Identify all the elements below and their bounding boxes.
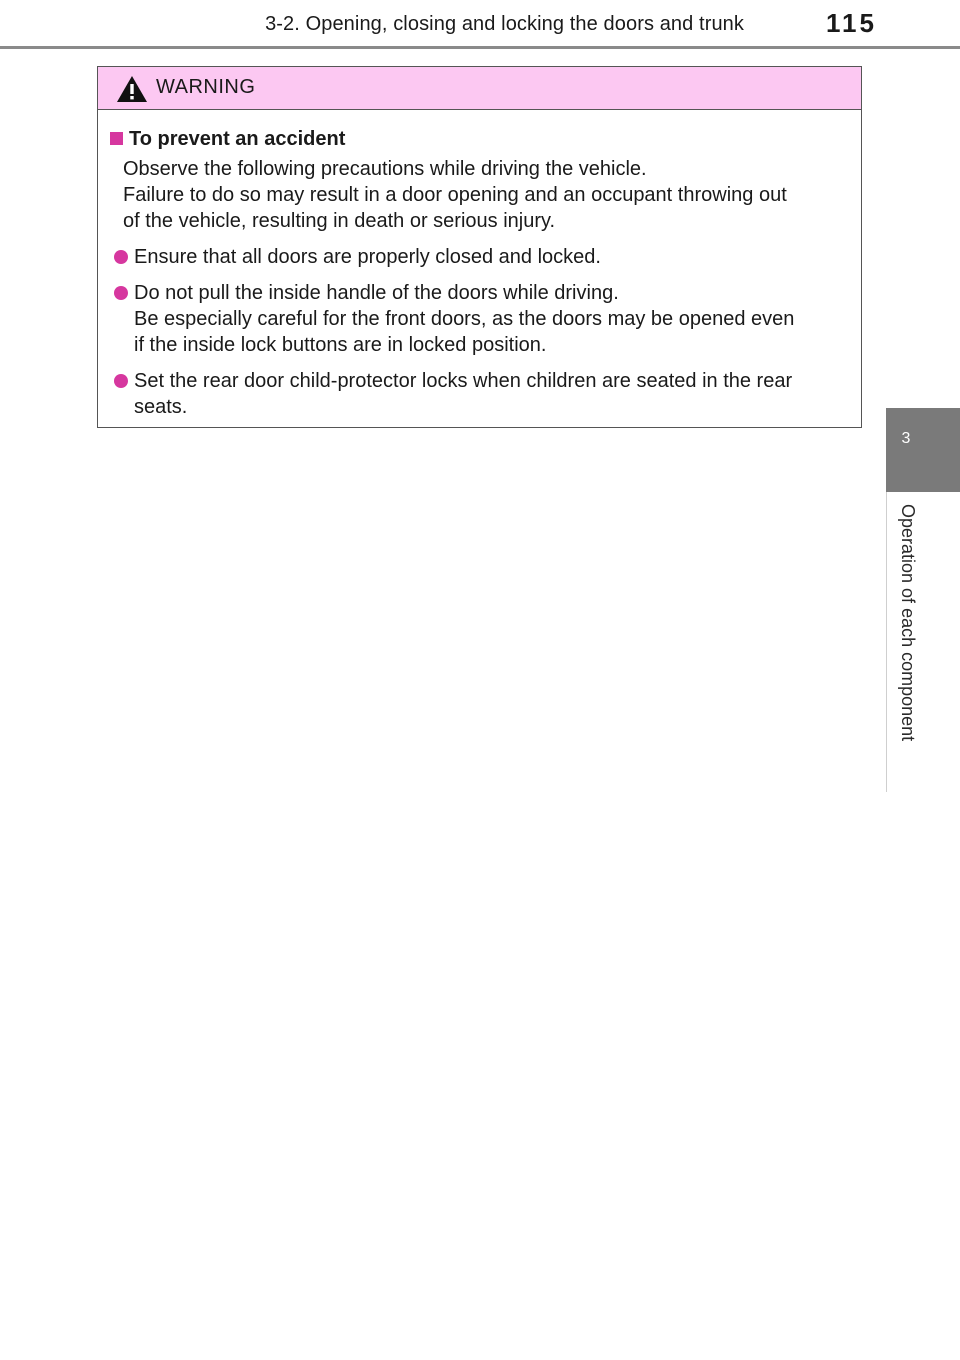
list-item-line: Ensure that all doors are properly close…	[134, 246, 601, 268]
warning-title: WARNING	[156, 76, 256, 98]
intro-line: Failure to do so may result in a door op…	[123, 184, 787, 206]
chapter-tab: 3	[886, 408, 960, 492]
square-bullet-icon	[110, 132, 123, 145]
list-item-line: Set the rear door child-protector locks …	[134, 370, 793, 392]
warning-triangle-icon	[117, 76, 147, 102]
round-bullet-icon	[114, 286, 128, 300]
list-item-text: Ensure that all doors are properly close…	[134, 244, 851, 270]
chapter-side-label-area: Operation of each component	[886, 492, 960, 792]
intro-line: of the vehicle, resulting in death or se…	[123, 210, 556, 232]
warning-body: To prevent an accident Observe the follo…	[98, 110, 861, 420]
list-item-line: if the inside lock buttons are in locked…	[134, 334, 547, 356]
round-bullet-icon	[114, 250, 128, 264]
page-header: 3-2. Opening, closing and locking the do…	[0, 0, 960, 49]
page-number: 115	[826, 8, 877, 38]
chapter-tab-number: 3	[901, 430, 911, 447]
section-heading-text: To prevent an accident	[129, 128, 346, 150]
chapter-side-label: Operation of each component	[898, 504, 918, 742]
intro-line: Observe the following precautions while …	[123, 158, 647, 180]
list-item-line: seats.	[134, 396, 188, 418]
list-item: Do not pull the inside handle of the doo…	[114, 280, 851, 358]
round-bullet-icon	[114, 374, 128, 388]
intro-paragraph: Observe the following precautions while …	[123, 156, 851, 234]
warning-box: WARNING To prevent an accident Observe t…	[97, 66, 862, 428]
chapter-title: 3-2. Opening, closing and locking the do…	[265, 13, 744, 35]
list-item-line: Do not pull the inside handle of the doo…	[134, 282, 619, 304]
section-heading: To prevent an accident	[108, 126, 851, 152]
list-item-text: Set the rear door child-protector locks …	[134, 368, 851, 420]
list-item: Ensure that all doors are properly close…	[114, 244, 851, 270]
header-divider	[0, 46, 960, 49]
list-item: Set the rear door child-protector locks …	[114, 368, 851, 420]
warning-header: WARNING	[98, 67, 861, 110]
list-item-line: Be especially careful for the front door…	[134, 308, 795, 330]
list-item-text: Do not pull the inside handle of the doo…	[134, 280, 851, 358]
